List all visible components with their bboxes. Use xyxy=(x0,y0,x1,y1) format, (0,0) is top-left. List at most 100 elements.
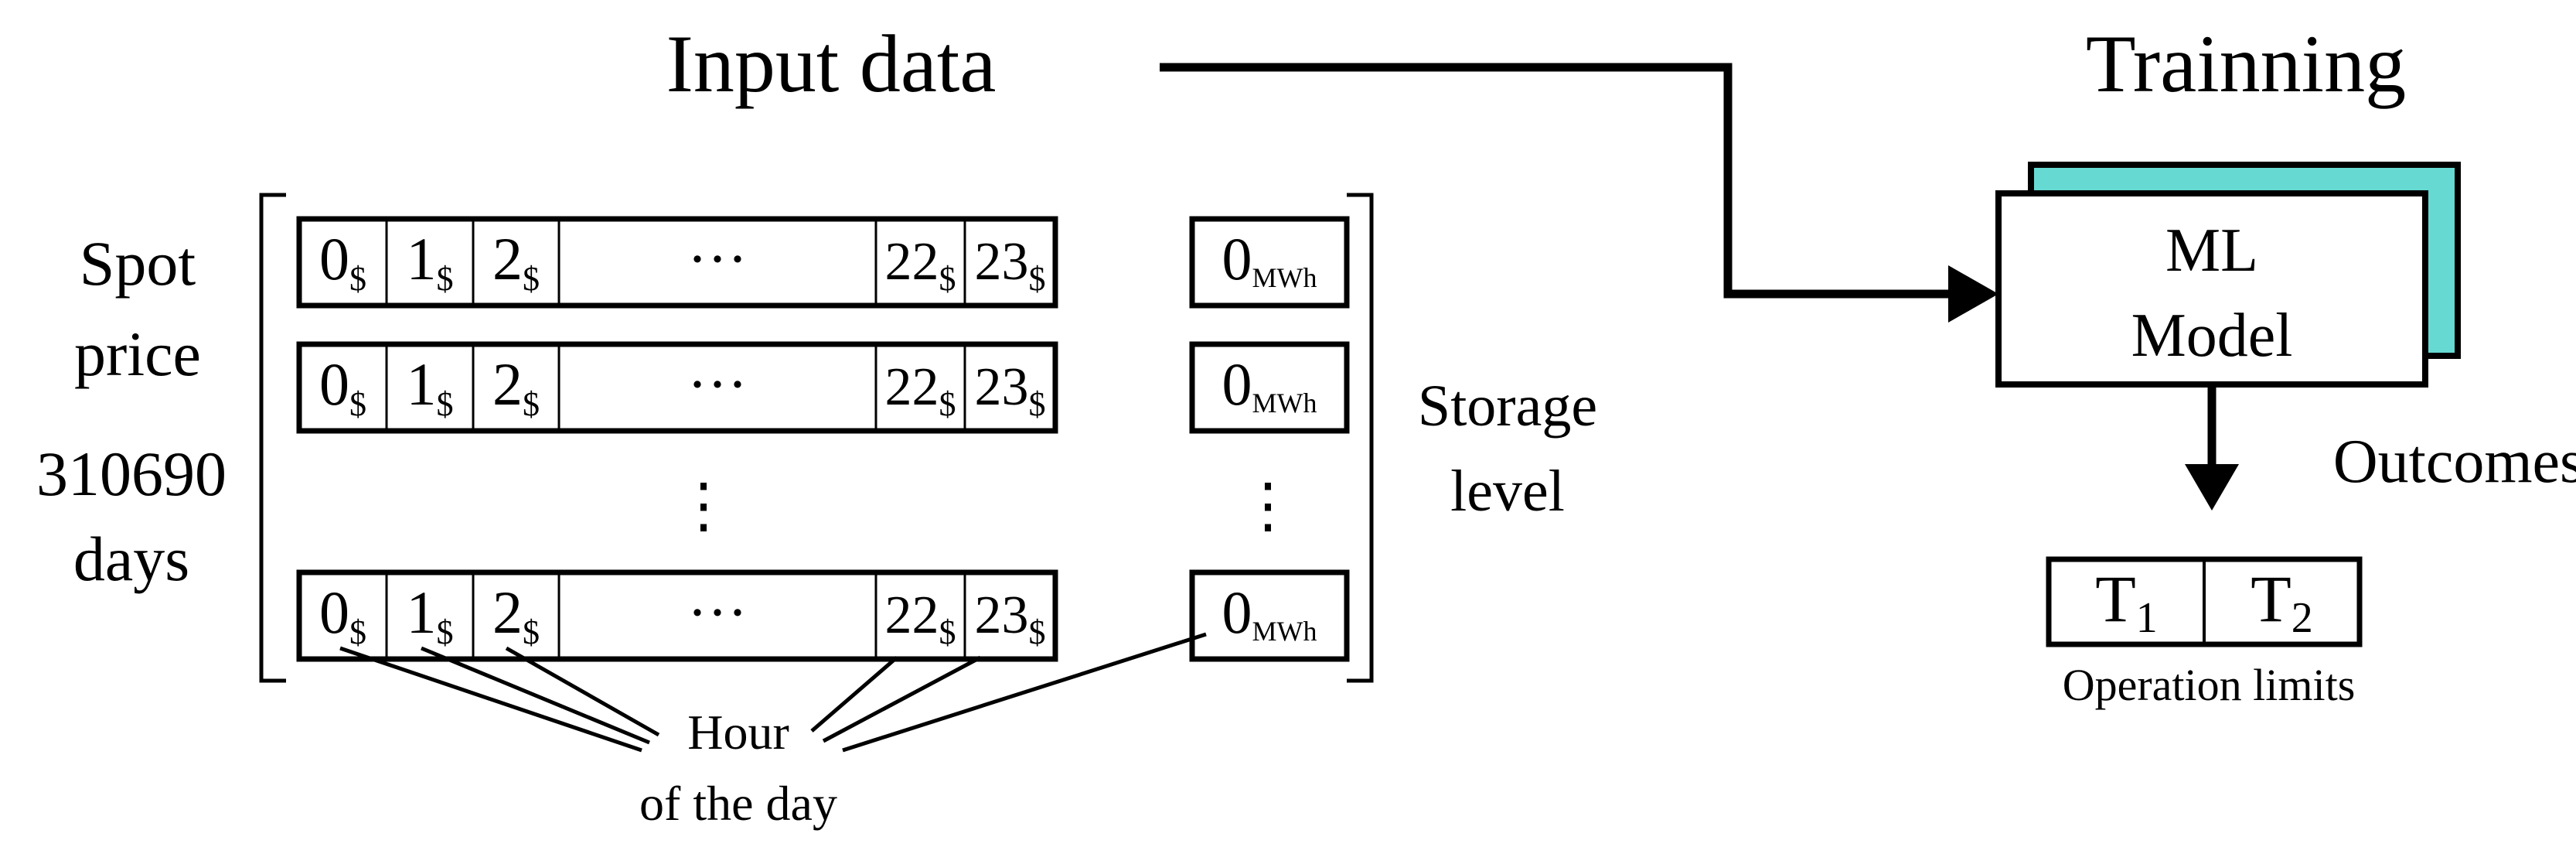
ml-model-front xyxy=(1995,190,2428,388)
cell-value: 23 xyxy=(975,586,1029,645)
hour-price-cell: 22$ xyxy=(885,357,956,423)
cell-unit: $ xyxy=(349,260,366,298)
cell-value: ··· xyxy=(687,350,748,418)
hour-price-cell: 23$ xyxy=(975,586,1046,651)
hour-pointer-lines xyxy=(339,632,1207,753)
storage-unit: MWh xyxy=(1252,262,1317,293)
price-row-outline xyxy=(296,569,1058,662)
hour-price-cell: 0$ xyxy=(319,350,366,423)
hour-ellipsis-cell: ··· xyxy=(687,225,748,292)
storage-cell: 0MWh xyxy=(1222,350,1317,418)
storage-level-line2: level xyxy=(1450,459,1565,524)
cell-unit: $ xyxy=(437,385,454,423)
storage-unit: MWh xyxy=(1252,388,1317,418)
cell-unit: $ xyxy=(349,613,366,651)
cell-value: 0 xyxy=(319,350,349,418)
hour-price-cell: 1$ xyxy=(407,225,454,298)
operation-limits-caption: Operation limits xyxy=(2063,660,2356,710)
cell-unit: $ xyxy=(523,260,540,298)
cell-value: 23 xyxy=(975,232,1029,292)
spot-price-matrix: 0$1$2$···22$23$0MWh0$1$2$···22$23$0MWh0$… xyxy=(296,216,1350,662)
ml-model-line2: Model xyxy=(2131,302,2293,370)
input-to-model-arrowhead xyxy=(1948,265,1998,323)
limit-cell: T2 xyxy=(2251,562,2313,642)
storage-level-line1: Storage xyxy=(1418,374,1597,439)
spot-price-line2: price xyxy=(74,319,201,389)
hour-price-cell: 1$ xyxy=(407,350,454,423)
cell-unit: $ xyxy=(523,385,540,423)
hour-price-cell: 22$ xyxy=(885,232,956,298)
cell-unit: $ xyxy=(939,260,956,298)
cell-value: 2 xyxy=(492,350,523,418)
storage-cell-outline xyxy=(1189,341,1350,434)
hour-price-cell: 0$ xyxy=(319,225,366,298)
hour-price-cell: 2$ xyxy=(492,579,540,651)
matrix-row: 0$1$2$···22$23$0MWh xyxy=(296,216,1350,309)
hour-price-cell: 2$ xyxy=(492,350,540,423)
limit-index: 1 xyxy=(2136,594,2158,642)
price-row-outline xyxy=(296,216,1058,309)
cell-value: 1 xyxy=(407,225,437,292)
cell-value: ··· xyxy=(687,579,748,646)
cell-value: 22 xyxy=(885,232,939,292)
cell-value: 0 xyxy=(319,225,349,292)
hour-price-cell: 1$ xyxy=(407,579,454,651)
cell-unit: $ xyxy=(1029,260,1046,298)
cell-unit: $ xyxy=(437,260,454,298)
cell-value: 2 xyxy=(492,579,523,646)
cell-value: 22 xyxy=(885,586,939,645)
matrix-right-bracket xyxy=(1347,193,1374,683)
limit-symbol: T xyxy=(2095,562,2136,636)
days-count: 310690 xyxy=(36,439,227,509)
storage-cell-outline xyxy=(1189,569,1350,662)
cell-unit: $ xyxy=(1029,613,1046,651)
storage-cell-outline xyxy=(1189,216,1350,309)
hour-price-cell: 23$ xyxy=(975,357,1046,423)
input-data-title: Input data xyxy=(666,19,997,109)
matrix-row: 0$1$2$···22$23$0MWh xyxy=(296,341,1350,434)
limit-index: 2 xyxy=(2291,594,2313,642)
outcomes-label: Outcomes xyxy=(2333,428,2576,496)
hour-ellipsis-cell: ··· xyxy=(687,579,748,646)
storage-value: 0 xyxy=(1222,579,1252,646)
cell-value: 23 xyxy=(975,357,1029,417)
matrix-left-bracket xyxy=(259,193,286,683)
hour-price-cell: 22$ xyxy=(885,586,956,651)
hour-label-line2: of the day xyxy=(639,776,837,831)
matrix-row: 0$1$2$···22$23$0MWh xyxy=(296,569,1350,662)
cell-value: 22 xyxy=(885,357,939,417)
cell-value: 0 xyxy=(319,579,349,646)
spot-price-line1: Spot xyxy=(80,228,196,299)
spot-price-label: Spot price 310690 days xyxy=(36,228,227,594)
cell-unit: $ xyxy=(437,613,454,651)
hour-price-cell: 0$ xyxy=(319,579,366,651)
cell-unit: $ xyxy=(939,613,956,651)
hour-label-line1: Hour xyxy=(687,705,789,760)
cell-value: 1 xyxy=(407,350,437,418)
limit-cell: T1 xyxy=(2095,562,2158,642)
ml-model-line1: ML xyxy=(2165,217,2258,285)
cell-value: 2 xyxy=(492,225,523,292)
rows-ellipsis: ⋮ xyxy=(673,472,734,539)
cell-unit: $ xyxy=(349,385,366,423)
hour-price-cell: 23$ xyxy=(975,232,1046,298)
storage-value: 0 xyxy=(1222,225,1252,292)
price-row-outline xyxy=(296,341,1058,434)
days-label: days xyxy=(73,524,189,594)
cell-value: 1 xyxy=(407,579,437,646)
storage-ellipsis: ⋮ xyxy=(1238,472,1298,539)
cell-value: ··· xyxy=(687,225,748,292)
cell-unit: $ xyxy=(939,385,956,423)
hour-price-cell: 2$ xyxy=(492,225,540,298)
storage-value: 0 xyxy=(1222,350,1252,418)
hour-ellipsis-cell: ··· xyxy=(687,350,748,418)
ml-model-box: ML Model xyxy=(1995,162,2461,388)
cell-unit: $ xyxy=(523,613,540,651)
storage-cell: 0MWh xyxy=(1222,579,1317,647)
storage-cell: 0MWh xyxy=(1222,225,1317,293)
limit-symbol: T xyxy=(2251,562,2291,636)
input-to-model-connector xyxy=(1160,63,1948,299)
